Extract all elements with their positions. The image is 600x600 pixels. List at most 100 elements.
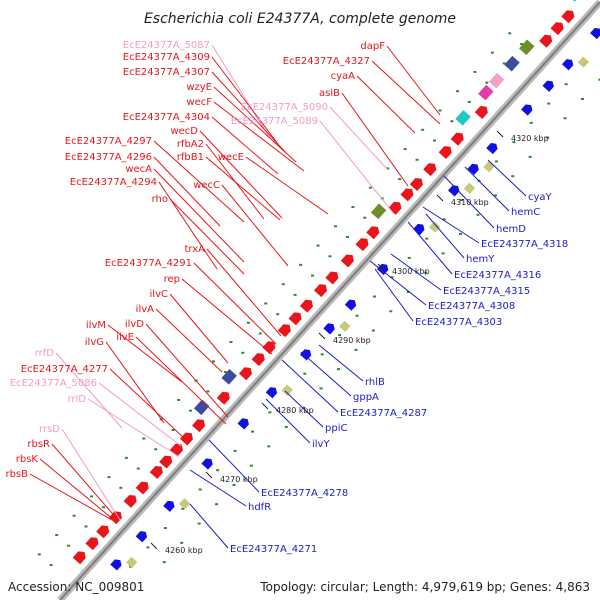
gene-label-left: aslB (319, 88, 340, 99)
guide-dot (163, 527, 167, 530)
leader-line (407, 221, 453, 275)
guide-dot (363, 216, 367, 219)
leader-line (213, 86, 297, 163)
tick-label: 4300 kbp (392, 267, 430, 276)
guide-dot (438, 109, 442, 112)
guide-dot (546, 136, 550, 139)
tick-label: 4270 kbp (220, 475, 258, 484)
gene-label-left: dapF (360, 41, 385, 52)
leader-line (329, 106, 389, 171)
leader-line (281, 359, 339, 413)
guide-dot (223, 371, 227, 374)
leader-line (425, 213, 465, 259)
reverse-gene-arrow (521, 104, 533, 116)
reverse-gene-block (179, 498, 191, 510)
guide-dot (299, 263, 303, 266)
reverse-gene-arrow (299, 349, 312, 361)
guide-dot (302, 406, 306, 409)
leader-line (284, 390, 324, 428)
guide-dot (355, 314, 359, 317)
accession-text: Accession: NC_009801 (8, 580, 145, 594)
guide-dot (351, 205, 355, 208)
leader-line (371, 60, 441, 125)
guide-dot (215, 503, 219, 506)
leader-line (153, 168, 245, 263)
leader-line (443, 175, 495, 229)
guide-dot (407, 256, 411, 259)
forward-gene-arrow (299, 299, 313, 313)
tick-label: 4320 kbp (511, 134, 549, 143)
gene-label-right: cyaY (528, 192, 553, 203)
guide-dot (563, 117, 567, 120)
forward-gene-arrow (216, 391, 230, 405)
forward-gene-arrow (450, 132, 464, 146)
leader-line (300, 351, 352, 397)
gene-label-left: rrlD (67, 394, 86, 405)
guide-dot (528, 155, 532, 158)
leader-line (318, 344, 364, 382)
reverse-gene-block (483, 161, 495, 173)
forward-gene-arrow (313, 284, 328, 298)
reverse-gene-arrow (344, 299, 357, 311)
guide-dot (459, 233, 463, 236)
gene-label-left: trxA (184, 244, 205, 255)
gene-label-right: ppiC (325, 423, 347, 434)
reverse-gene-arrow (561, 59, 574, 71)
leader-line (98, 382, 182, 447)
forward-gene-block (221, 369, 237, 385)
guide-dot (398, 178, 402, 181)
gene-label-left: wecD (170, 126, 198, 137)
reverse-gene-block (428, 221, 441, 233)
guide-dot (424, 271, 428, 274)
gene-label-right: gppA (353, 392, 379, 403)
guide-dot (406, 290, 410, 293)
guide-dot (136, 467, 140, 470)
guide-dot (264, 302, 268, 305)
reverse-gene-block (577, 56, 590, 68)
gene-label-right: EcE24377A_4287 (340, 408, 427, 419)
forward-gene-arrow (251, 353, 265, 367)
leader-line (369, 260, 427, 306)
gene-label-left: rbsK (16, 454, 39, 465)
tick-mark (205, 471, 213, 479)
gene-label-left: EcE24377A_4309 (123, 52, 210, 63)
leader-line (341, 92, 409, 187)
guide-dot (268, 411, 272, 414)
gene-label-left: rfbA2 (177, 139, 204, 150)
forward-gene-block (572, 0, 577, 2)
guide-dot (564, 83, 568, 86)
guide-dot (450, 120, 454, 123)
forward-gene-arrow (438, 146, 452, 160)
guide-dot (386, 167, 390, 170)
guide-dot (371, 329, 375, 332)
leader-line (181, 278, 273, 355)
map-title: Escherichia coli E24377A, complete genom… (144, 11, 456, 27)
gene-label-left: EcE24377A_5090 (241, 102, 328, 113)
reverse-gene-arrow (590, 27, 600, 40)
guide-dot (49, 564, 53, 567)
leader-line (169, 293, 229, 364)
gene-label-left: ilvG (85, 337, 104, 348)
guide-dot (512, 141, 516, 144)
guide-dot (580, 97, 584, 100)
gene-label-left: wecA (125, 164, 152, 175)
forward-gene-arrow (561, 10, 575, 24)
leader-line (109, 368, 185, 439)
reverse-gene-arrow (448, 185, 460, 197)
leader-line (105, 341, 165, 424)
guide-dot (281, 283, 285, 286)
forward-gene-arrow (550, 22, 564, 36)
gene-label-left: ilvM (86, 320, 106, 331)
gene-label-right: EcE24377A_4278 (261, 488, 348, 499)
gene-label-right: EcE24377A_4271 (230, 544, 317, 555)
guide-dot (319, 387, 323, 390)
gene-label-right: EcE24377A_4316 (454, 270, 541, 281)
reverse-gene-arrow (376, 263, 389, 276)
guide-dot (119, 486, 123, 489)
guide-dot (425, 237, 429, 240)
gene-label-left: EcE24377A_5086 (10, 378, 97, 389)
guide-dot (320, 353, 324, 356)
leader-line (390, 253, 442, 291)
forward-gene-arrow (340, 254, 354, 268)
